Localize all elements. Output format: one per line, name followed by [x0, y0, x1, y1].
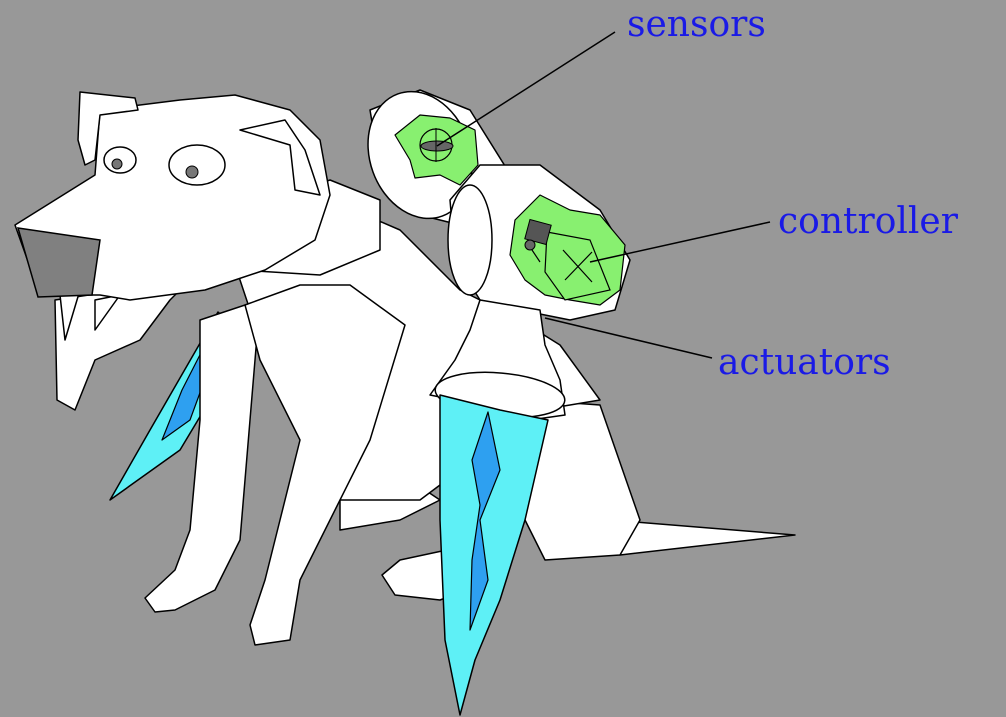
- controller-module: [447, 164, 631, 321]
- label-sensors: sensors: [627, 4, 766, 45]
- eye-right: [168, 144, 226, 186]
- ear-right: [239, 119, 321, 196]
- ear-left: [77, 91, 139, 166]
- label-controller: controller: [778, 201, 959, 242]
- actuators-leader: [544, 317, 713, 359]
- nose: [16, 227, 101, 298]
- dog-head: [14, 91, 331, 411]
- front-legs: [144, 284, 406, 646]
- label-actuators: actuators: [718, 342, 891, 383]
- controller-leader: [589, 221, 771, 263]
- sensors-leader: [436, 31, 616, 147]
- front-jet-flame: [439, 394, 549, 716]
